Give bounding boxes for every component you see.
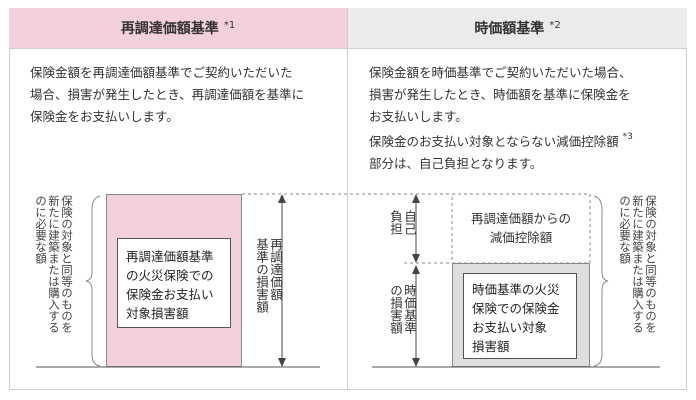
header-market-value-title: 時価額基準 [474, 21, 545, 37]
left-description: 保険金額を再調達価額基準でご契約いただいた 場合、損害が発生したとき、再調達価額… [30, 62, 304, 128]
right-description-line: 部分は、自己負担となります。 [369, 156, 543, 172]
header-divider [9, 48, 687, 49]
right-description-line: お支払いします。 [369, 109, 468, 124]
right-description: 保険金額を時価基準でご契約いただいた場合、 損害が発生したとき、時価額を基準に保… [369, 62, 633, 175]
right-side-label: 保険の対象と同等のものを 新たに建築または購入する のに必要な額 [618, 195, 658, 333]
header-replacement-cost-title: 再調達価額基準 [120, 21, 219, 37]
right-description-line: 損害が発生したとき、時価額を基準に保険金を [369, 87, 631, 102]
market-loss-label: 時価基準 の損害額 [388, 284, 417, 334]
header-market-value-note: *2 [549, 19, 561, 31]
header-replacement-cost: 再調達価額基準 *1 [9, 8, 347, 48]
column-divider [347, 8, 348, 390]
header-replacement-cost-note: *1 [223, 19, 236, 31]
right-description-line: 保険金のお支払い対象とならない減価控除額*3 [369, 132, 633, 150]
replacement-cost-box: 再調達価額基準 の火災保険での 保険金お支払い 対象損害額 [117, 238, 231, 328]
left-description-line: 保険金額を再調達価額基準でご契約いただいた [30, 65, 293, 80]
description-note: *3 [622, 132, 633, 142]
replacement-loss-label: 再調達価額 基準の損害額 [254, 238, 283, 313]
right-description-line: 保険金額を時価基準でご契約いただいた場合、 [369, 65, 632, 80]
header-market-value: 時価額基準 *2 [348, 8, 687, 48]
depreciation-deduction-label: 再調達価額からの 減価控除額 [470, 211, 571, 245]
self-burden-label: 自己 負担 [388, 210, 417, 235]
market-value-box: 時価基準の火災 保険での保険金 お支払い対象 損害額 [463, 273, 577, 359]
left-side-label: 保険の対象と同等のものを 新たに建築または購入する のに必要な額 [34, 195, 74, 333]
left-description-line: 保険金をお支払いします。 [30, 109, 179, 124]
left-description-line: 場合、損害が発生したとき、再調達価額を基準に [30, 87, 305, 102]
